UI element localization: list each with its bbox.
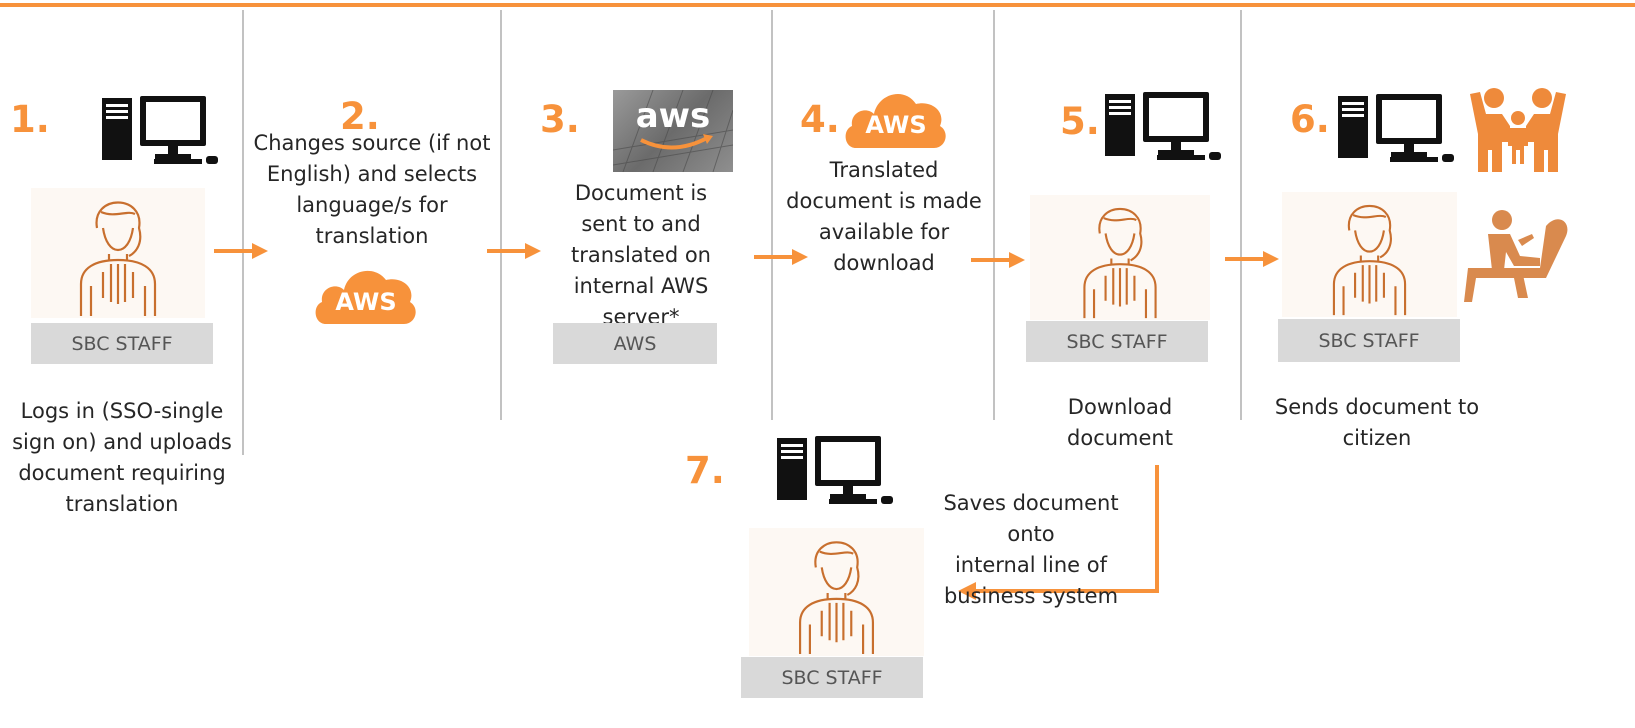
step-6-label: SBC STAFF <box>1278 319 1460 362</box>
flow-arrow-1 <box>214 241 268 261</box>
step-5-label: SBC STAFF <box>1026 321 1208 362</box>
step-2-number: 2. <box>340 95 380 138</box>
separator-4 <box>993 10 995 420</box>
step-1-description: Logs in (SSO-single sign on) and uploads… <box>12 399 232 516</box>
separator-3 <box>771 10 773 420</box>
seated-citizen-icon <box>1462 206 1570 304</box>
step-3-label: AWS <box>553 323 717 364</box>
step-4-number: 4. <box>800 98 840 141</box>
step-6-number: 6. <box>1290 98 1330 141</box>
step-2-description: Changes source (if not English) and sele… <box>253 131 491 248</box>
step-5-number: 5. <box>1060 100 1100 143</box>
step-3-number: 3. <box>540 98 580 141</box>
separator-2 <box>500 10 502 420</box>
step-1-label: SBC STAFF <box>31 323 213 364</box>
flow-arrow-4 <box>971 250 1025 270</box>
flow-arrow-3 <box>754 247 808 267</box>
top-accent-line <box>0 3 1635 7</box>
staff-person-icon <box>749 528 924 656</box>
step-7-label: SBC STAFF <box>741 657 923 698</box>
aws-cloud-icon: AWS <box>842 84 950 150</box>
step-5-description: Download document <box>1067 395 1173 450</box>
separator-1 <box>242 10 244 455</box>
family-icon <box>1470 84 1566 174</box>
flow-arrow-return <box>950 463 1165 608</box>
staff-person-icon <box>1030 195 1210 320</box>
flow-arrow-5 <box>1225 249 1279 269</box>
aws-photo-icon: aws <box>613 90 733 172</box>
step-7-number: 7. <box>685 449 725 492</box>
flow-arrow-2 <box>487 241 541 261</box>
step-3-description: Document is sent to and translated on in… <box>570 181 711 329</box>
desktop-computer-icon <box>100 94 226 166</box>
separator-5 <box>1240 10 1242 420</box>
step-7-description: Saves document onto internal line of bus… <box>943 491 1119 608</box>
step-1-number: 1. <box>10 98 50 141</box>
step-4-description: Translated document is made available fo… <box>786 158 982 275</box>
desktop-computer-icon <box>1336 92 1462 164</box>
staff-person-icon <box>1282 192 1457 317</box>
aws-cloud-icon: AWS <box>312 262 420 326</box>
step-6-description: Sends document to citizen <box>1274 395 1480 450</box>
desktop-computer-icon <box>775 434 901 506</box>
staff-person-icon <box>31 188 205 318</box>
desktop-computer-icon <box>1103 90 1229 162</box>
